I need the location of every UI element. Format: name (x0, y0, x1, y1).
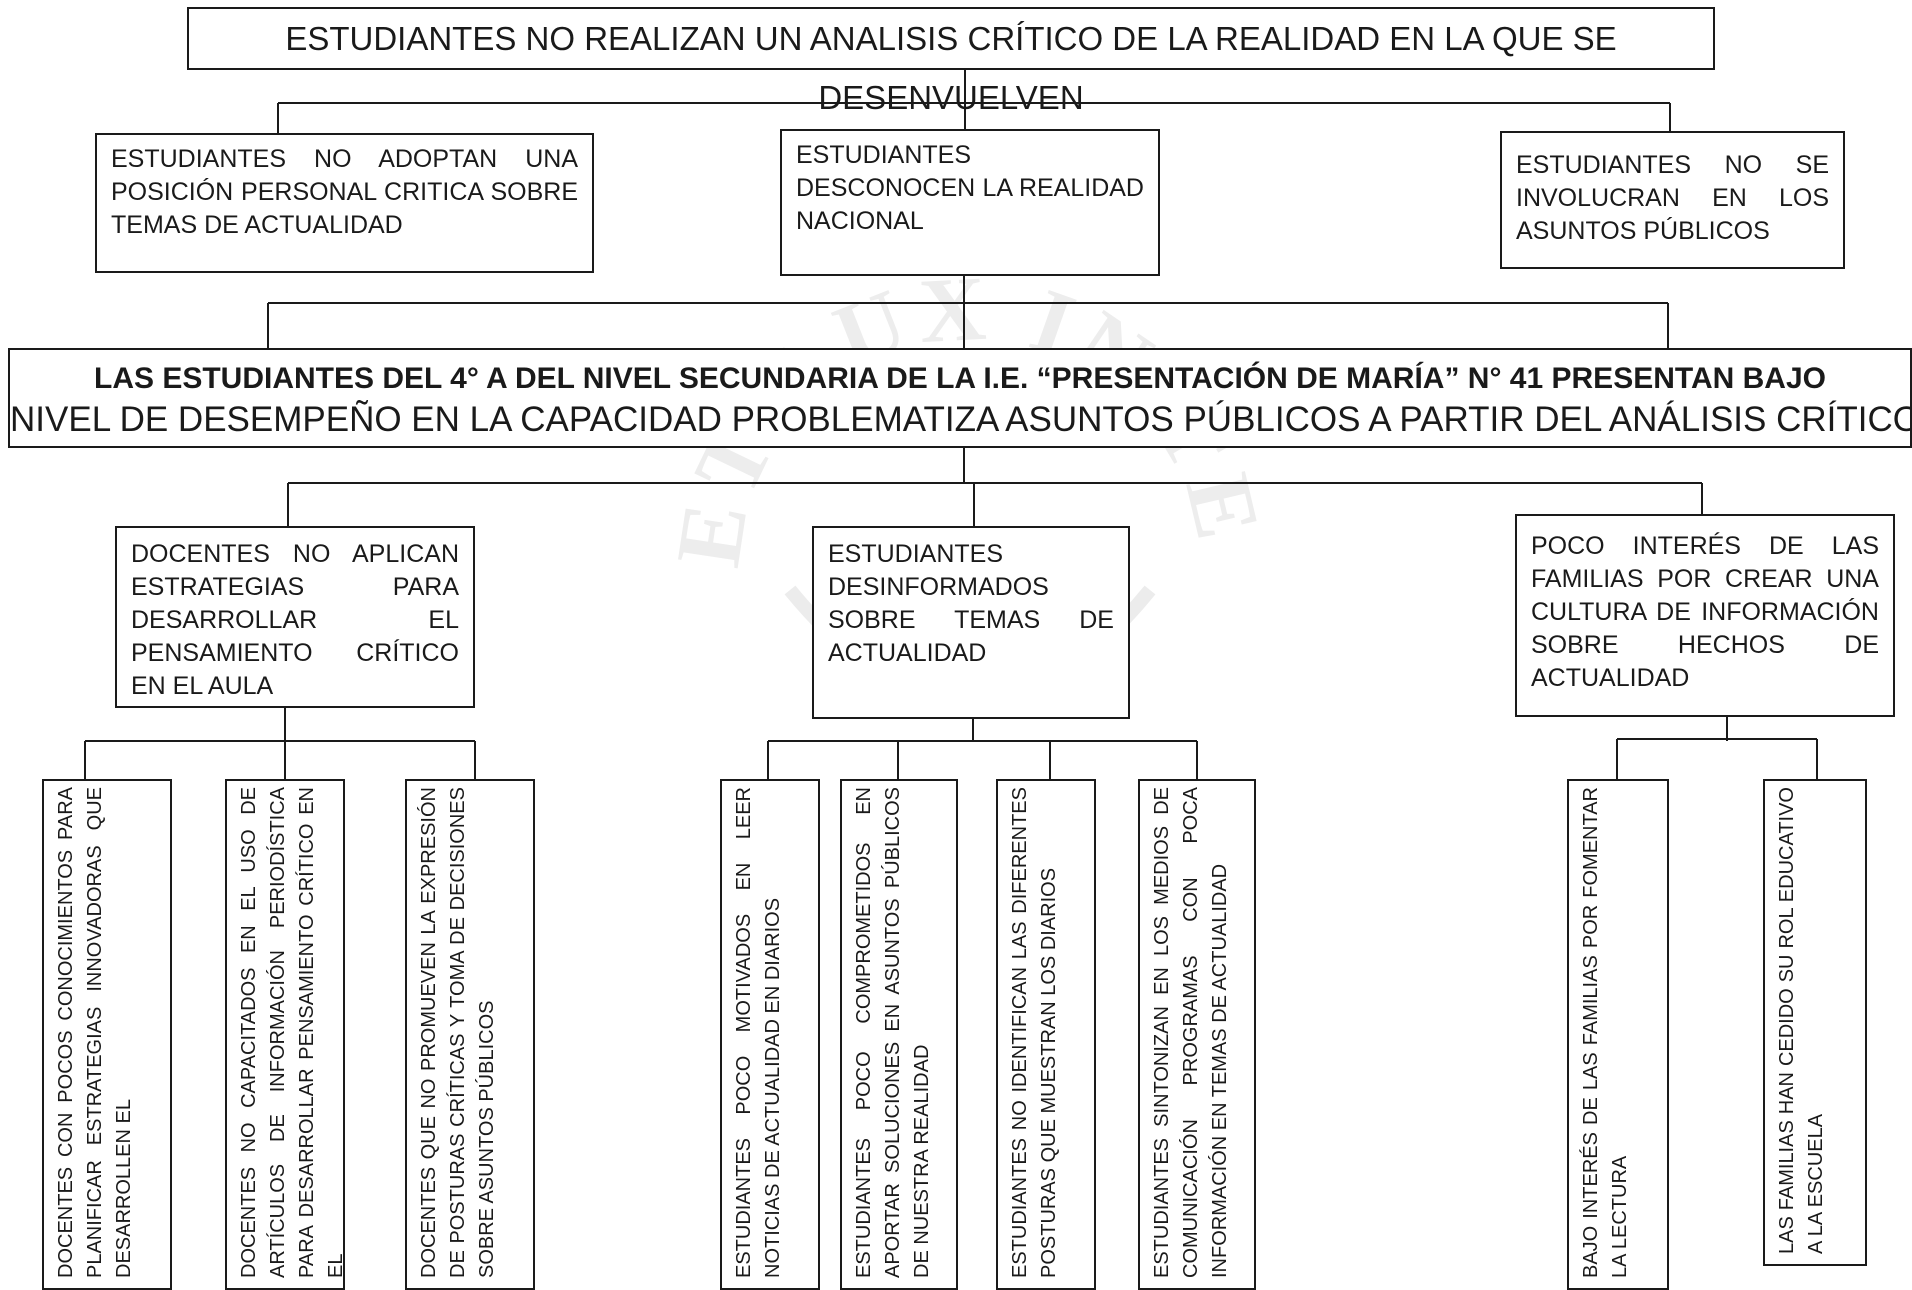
subcause-text-9: LAS FAMILIAS HAN CEDIDO SU ROL EDUCATIVO… (1776, 787, 1827, 1254)
problem-box: LAS ESTUDIANTES DEL 4° A DEL NIVEL SECUN… (8, 348, 1912, 448)
subcause-text-5: ESTUDIANTES POCO COMPROMETIDOS EN APORTA… (853, 787, 933, 1278)
subcause-box-8: BAJO INTERÉS DE LAS FAMILIAS POR FOMENTA… (1567, 779, 1669, 1290)
subcause-box-4: ESTUDIANTES POCO MOTIVADOS EN LEER NOTIC… (720, 779, 820, 1290)
cause-text-2: ESTUDIANTES DESINFORMADOS SOBRE TEMAS DE… (828, 540, 1114, 667)
subcause-box-1: DOCENTES CON POCOS CONOCIMIENTOS PARA PL… (42, 779, 172, 1290)
subcause-text-4: ESTUDIANTES POCO MOTIVADOS EN LEER NOTIC… (733, 787, 784, 1278)
subcause-box-5: ESTUDIANTES POCO COMPROMETIDOS EN APORTA… (840, 779, 958, 1290)
subcause-text-8: BAJO INTERÉS DE LAS FAMILIAS POR FOMENTA… (1580, 787, 1631, 1278)
effect-main-box: ESTUDIANTES NO REALIZAN UN ANALISIS CRÍT… (187, 7, 1715, 116)
subcause-text-7: ESTUDIANTES SINTONIZAN EN LOS MEDIOS DE … (1151, 787, 1231, 1278)
effect-main-text: ESTUDIANTES NO REALIZAN UN ANALISIS CRÍT… (285, 20, 1617, 116)
subcause-text-2: DOCENTES NO CAPACITADOS EN EL USO DE ART… (238, 787, 345, 1278)
subcause-box-3: DOCENTES QUE NO PROMUEVEN LA EXPRESIÓN D… (405, 779, 535, 1290)
subcause-text-3: DOCENTES QUE NO PROMUEVEN LA EXPRESIÓN D… (418, 787, 498, 1278)
subcause-text-6: ESTUDIANTES NO IDENTIFICAN LAS DIFERENTE… (1009, 787, 1060, 1278)
effect-text-2: ESTUDIANTES DESCONOCEN LA REALIDAD NACIO… (796, 141, 1144, 235)
effect-box-2: ESTUDIANTES DESCONOCEN LA REALIDAD NACIO… (780, 129, 1160, 276)
effect-text-3: ESTUDIANTES NO SE INVOLUCRAN EN LOS ASUN… (1516, 151, 1829, 245)
effect-box-3: ESTUDIANTES NO SE INVOLUCRAN EN LOS ASUN… (1500, 131, 1845, 269)
problem-text-bold: LAS ESTUDIANTES DEL 4° A DEL NIVEL SECUN… (94, 362, 1826, 395)
effect-box-1: ESTUDIANTES NO ADOPTAN UNA POSICIÓN PERS… (95, 133, 594, 273)
subcause-text-1: DOCENTES CON POCOS CONOCIMIENTOS PARA PL… (55, 787, 135, 1278)
subcause-box-9: LAS FAMILIAS HAN CEDIDO SU ROL EDUCATIVO… (1763, 779, 1867, 1266)
subcause-box-7: ESTUDIANTES SINTONIZAN EN LOS MEDIOS DE … (1138, 779, 1256, 1290)
cause-text-3: POCO INTERÉS DE LAS FAMILIAS POR CREAR U… (1531, 532, 1879, 692)
cause-box-1: DOCENTES NO APLICAN ESTRATEGIAS PARA DES… (115, 526, 475, 708)
cause-box-2: ESTUDIANTES DESINFORMADOS SOBRE TEMAS DE… (812, 526, 1130, 719)
subcause-box-6: ESTUDIANTES NO IDENTIFICAN LAS DIFERENTE… (996, 779, 1096, 1290)
subcause-box-2: DOCENTES NO CAPACITADOS EN EL USO DE ART… (225, 779, 345, 1290)
effect-text-1: ESTUDIANTES NO ADOPTAN UNA POSICIÓN PERS… (111, 145, 578, 239)
problem-text: NIVEL DE DESEMPEÑO EN LA CAPACIDAD PROBL… (10, 400, 1912, 439)
cause-text-1: DOCENTES NO APLICAN ESTRATEGIAS PARA DES… (131, 540, 459, 700)
cause-box-3: POCO INTERÉS DE LAS FAMILIAS POR CREAR U… (1515, 514, 1895, 717)
